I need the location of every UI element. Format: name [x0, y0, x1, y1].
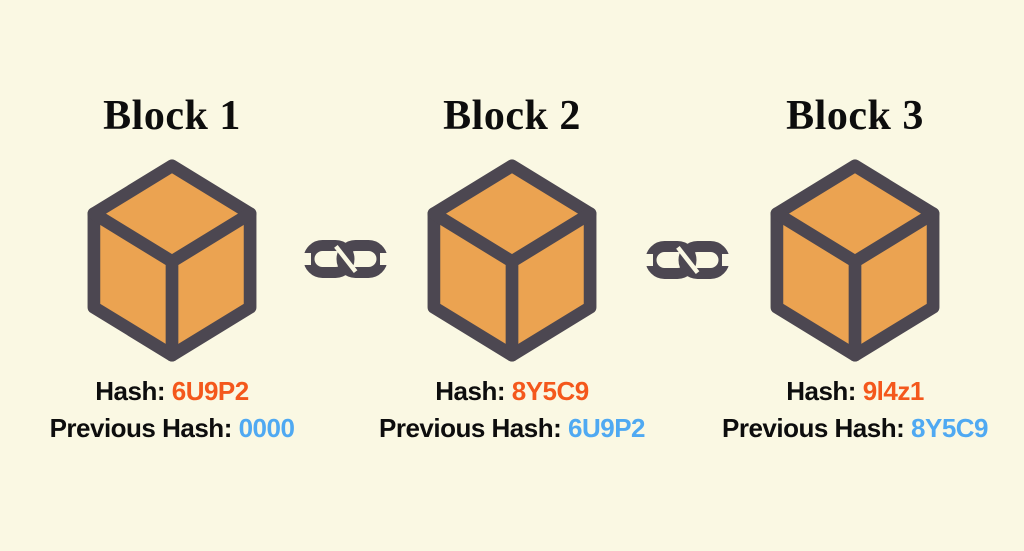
hash-label: Hash: — [95, 376, 165, 406]
hash-caption: Hash: 9l4z1 Previous Hash: 8Y5C9 — [695, 373, 1015, 447]
previous-hash-label: Previous Hash: — [721, 413, 905, 443]
block-column-2: Block 2 Hash: 8Y5C9 Previous Hash: 6U9P2 — [352, 90, 672, 447]
hash-line: Hash: 6U9P2 — [12, 373, 332, 410]
hash-label: Hash: — [435, 376, 505, 406]
chain-link-icon — [303, 240, 388, 278]
block-title: Block 2 — [443, 93, 581, 139]
hash-value: 9l4z1 — [862, 376, 925, 406]
chain-link-icon — [645, 241, 730, 279]
block-title: Block 1 — [103, 93, 241, 139]
previous-hash-value: 8Y5C9 — [911, 413, 989, 443]
cube-icon — [427, 159, 597, 362]
previous-hash-line: Previous Hash: 6U9P2 — [352, 410, 672, 447]
hash-caption: Hash: 6U9P2 Previous Hash: 0000 — [12, 373, 332, 447]
block-title: Block 3 — [786, 93, 924, 139]
cube-icon — [87, 159, 257, 362]
hash-caption: Hash: 8Y5C9 Previous Hash: 6U9P2 — [352, 373, 672, 447]
previous-hash-line: Previous Hash: 8Y5C9 — [695, 410, 1015, 447]
previous-hash-line: Previous Hash: 0000 — [12, 410, 332, 447]
previous-hash-label: Previous Hash: — [49, 413, 233, 443]
previous-hash-value: 0000 — [238, 413, 295, 443]
previous-hash-label: Previous Hash: — [378, 413, 562, 443]
hash-line: Hash: 9l4z1 — [695, 373, 1015, 410]
block-column-3: Block 3 Hash: 9l4z1 Previous Hash: 8Y5C9 — [695, 90, 1015, 447]
hash-label: Hash: — [786, 376, 856, 406]
hash-line: Hash: 8Y5C9 — [352, 373, 672, 410]
hash-value: 8Y5C9 — [511, 376, 590, 406]
hash-value: 6U9P2 — [171, 376, 250, 406]
cube-icon — [770, 159, 940, 362]
block-column-1: Block 1 Hash: 6U9P2 Previous Hash: 0000 — [12, 90, 332, 447]
previous-hash-value: 6U9P2 — [568, 413, 646, 443]
